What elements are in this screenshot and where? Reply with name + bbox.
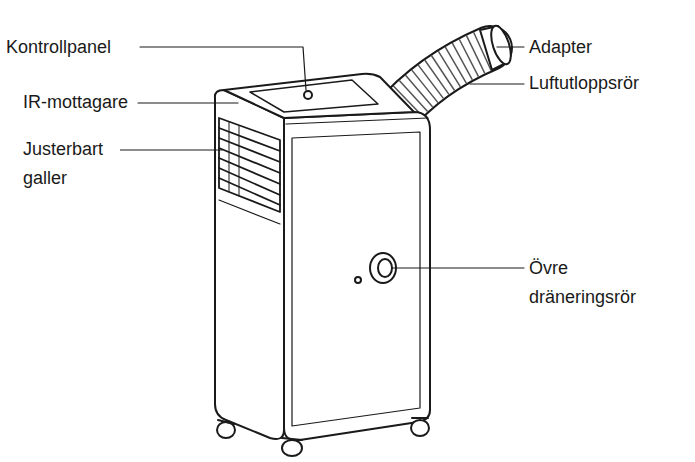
front-face <box>215 90 284 439</box>
side-face <box>284 112 430 440</box>
adjustable-grille <box>219 118 280 212</box>
control-panel <box>250 80 378 112</box>
upper-drain-pipe <box>355 253 396 283</box>
part-label: IR-mottagare <box>22 88 129 117</box>
top-face <box>224 74 414 118</box>
wheels <box>217 418 429 456</box>
part-label: Övre dräneringsrör <box>528 254 670 312</box>
part-label: Justerbart galler <box>22 135 120 193</box>
leader-lines <box>114 47 524 268</box>
part-label: Kontrollpanel <box>5 33 112 62</box>
control-button <box>304 91 312 99</box>
part-label: Adapter <box>528 33 593 62</box>
part-label: Luftutloppsrör <box>528 69 640 98</box>
